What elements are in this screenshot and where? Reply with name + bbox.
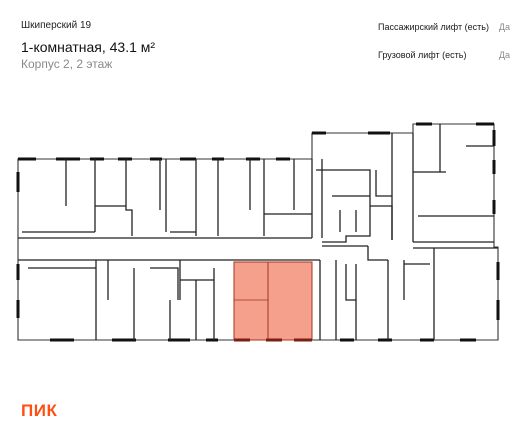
elevator-specs: Пассажирский лифт (есть) Да Грузовой лиф…: [378, 22, 510, 78]
spec-value: Да: [498, 22, 510, 32]
spec-value: Да: [498, 50, 510, 60]
selected-apartment[interactable]: [233, 261, 313, 342]
passenger-elevator-row: Пассажирский лифт (есть) Да: [378, 22, 510, 32]
building-floor: Корпус 2, 2 этаж: [21, 57, 113, 71]
project-name: Шкиперский 19: [21, 20, 92, 31]
pik-logo: ПИК: [21, 401, 58, 420]
spec-label: Пассажирский лифт (есть): [378, 22, 489, 32]
floor-plan: [16, 122, 500, 342]
thick-walls: [16, 122, 500, 342]
interior-walls: [18, 124, 498, 340]
spec-label: Грузовой лифт (есть): [378, 50, 467, 60]
freight-elevator-row: Грузовой лифт (есть) Да: [378, 50, 510, 60]
apartment-title: 1-комнатная, 43.1 м²: [21, 39, 156, 55]
